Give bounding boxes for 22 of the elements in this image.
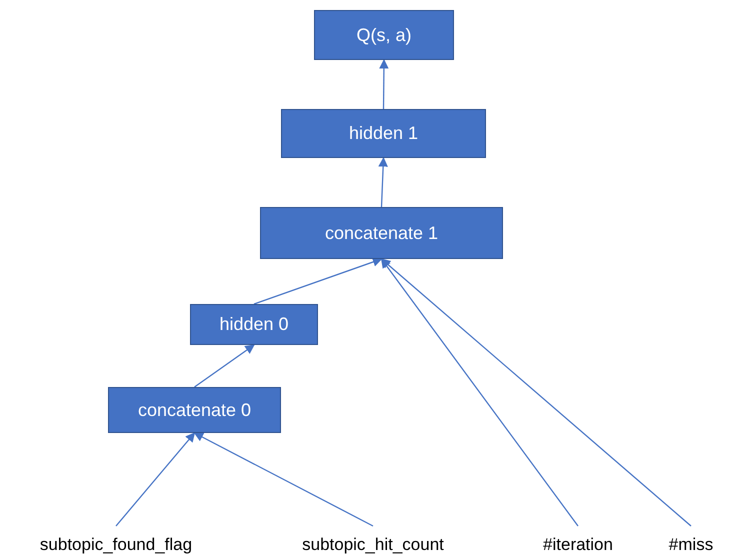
- arrow: [254, 257, 382, 305]
- input-feature-label: subtopic_found_flag: [40, 535, 192, 555]
- input-feature-label: #iteration: [543, 535, 613, 555]
- arrow: [379, 59, 389, 109]
- input-feature-label: #miss: [668, 535, 714, 555]
- layer-box: [260, 207, 503, 259]
- layer-label: hidden 1: [348, 123, 418, 144]
- arrow: [378, 157, 388, 208]
- layer-label: Q(s, a): [356, 24, 412, 46]
- arrow: [380, 258, 578, 526]
- arrow: [116, 432, 196, 526]
- arrow: [194, 432, 374, 527]
- layer-box: [281, 109, 486, 158]
- layer-label: concatenate 1: [324, 222, 438, 244]
- layer-label: concatenate 0: [138, 400, 252, 420]
- input-feature-label: subtopic_hit_count: [302, 535, 444, 555]
- layer-box: [190, 304, 318, 345]
- layer-box: [314, 10, 454, 60]
- arrow: [194, 344, 255, 388]
- arrow: [380, 258, 692, 526]
- layer-label: hidden 0: [219, 314, 289, 335]
- layer-box: [108, 387, 281, 433]
